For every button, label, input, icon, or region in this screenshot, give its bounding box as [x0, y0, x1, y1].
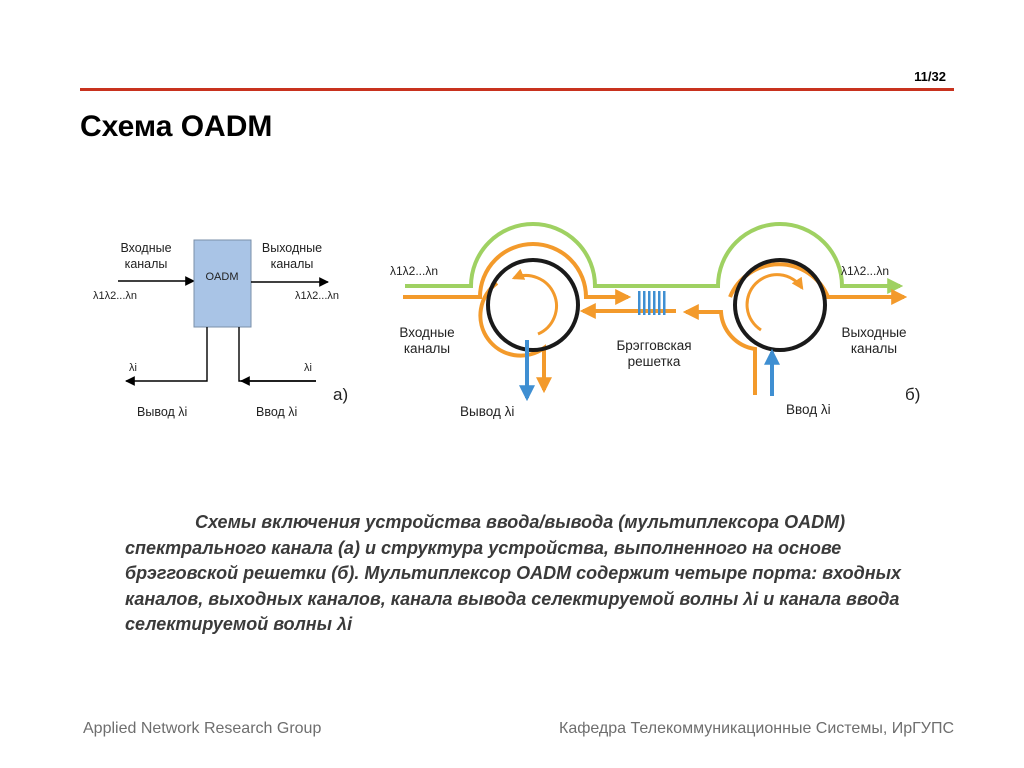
header-divider	[80, 88, 954, 91]
b-orange-drop-path	[478, 281, 552, 394]
oadm-box-label: OADM	[206, 271, 239, 283]
diagram-b: λ1λ2...λn λ1λ2...λn Входные каналы Брэгг…	[390, 222, 920, 419]
a-drop-label: Вывод λi	[137, 405, 187, 419]
b-drop-label: Вывод λi	[460, 404, 514, 419]
b-input-lambdas: λ1λ2...λn	[390, 264, 438, 278]
b-right-ring-arrow	[745, 273, 804, 332]
oadm-box	[193, 239, 252, 328]
diagram-a: Входные каналы λ1λ2...λn OADM Выходные к…	[93, 239, 348, 419]
b-marker: б)	[905, 385, 920, 404]
a-marker: а)	[333, 385, 348, 404]
page-number: 11/32	[914, 69, 946, 84]
a-input-label-line2: каналы	[125, 257, 168, 271]
b-grating-label-line1: Брэгговская	[616, 338, 691, 353]
b-add-label: Ввод λi	[786, 402, 831, 417]
footer-group-name: Applied Network Research Group	[83, 720, 322, 737]
a-output-label-line1: Выходные	[262, 241, 322, 255]
footer-department: Кафедра Телекоммуникационные Системы, Ир…	[559, 720, 954, 737]
b-orange-input-path	[403, 242, 632, 305]
a-output-label-line2: каналы	[271, 257, 314, 271]
b-left-ring-arrow	[511, 268, 558, 336]
a-output-lambdas: λ1λ2...λn	[295, 290, 339, 302]
b-output-label-line1: Выходные	[841, 325, 906, 340]
bragg-grating	[638, 291, 666, 315]
slide-title: Схема OADM	[80, 110, 273, 143]
b-grating-label-line2: решетка	[628, 354, 681, 369]
b-input-label-line2: каналы	[404, 341, 450, 356]
a-add-lambda: λi	[304, 362, 312, 374]
b-input-label-line1: Входные	[399, 325, 454, 340]
b-orange-add-path	[682, 304, 757, 395]
b-output-lambdas: λ1λ2...λn	[841, 264, 889, 278]
a-input-label-line1: Входные	[120, 241, 171, 255]
b-output-label-line2: каналы	[851, 341, 897, 356]
a-input-lambdas: λ1λ2...λn	[93, 290, 137, 302]
b-right-ring	[733, 258, 827, 352]
a-drop-lambda: λi	[129, 362, 137, 374]
a-drop-arrow	[125, 327, 208, 386]
figure-caption: Схемы включения устройства ввода/вывода …	[125, 512, 902, 634]
b-green-path	[405, 222, 904, 294]
a-add-label: Ввод λi	[256, 405, 297, 419]
b-left-ring	[486, 258, 580, 352]
